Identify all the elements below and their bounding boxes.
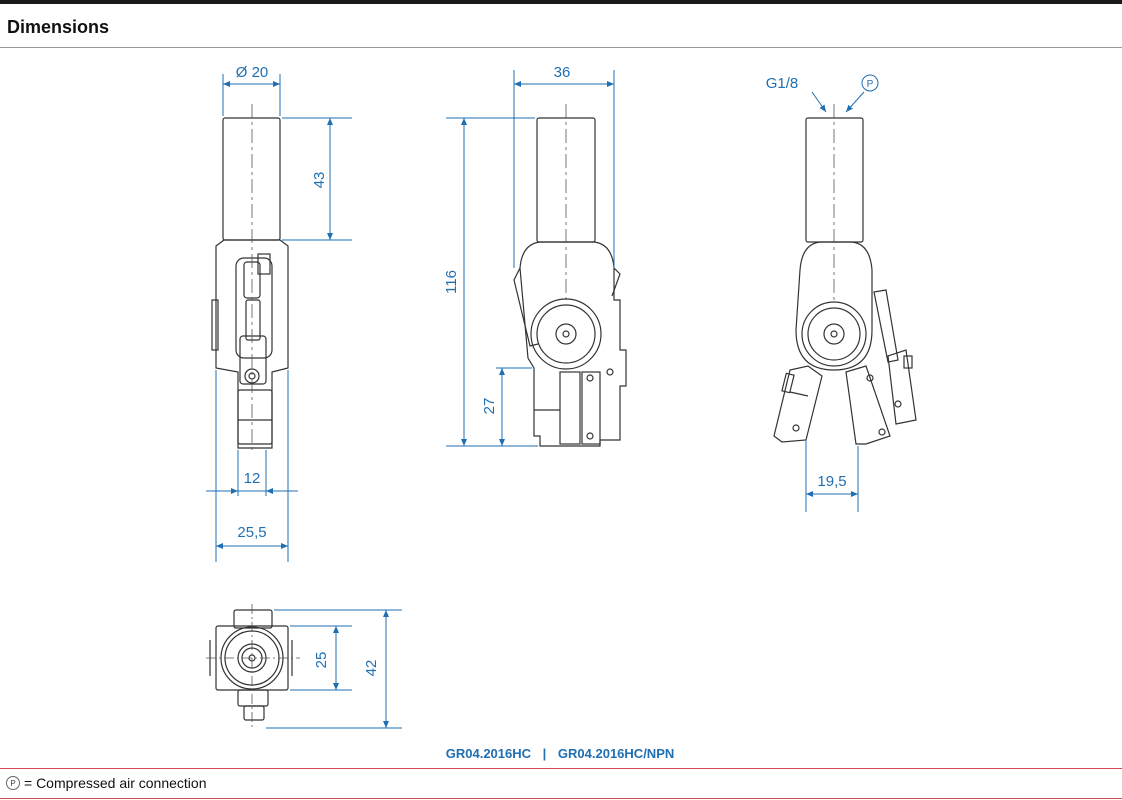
footer-rule-bottom [0, 798, 1122, 799]
port-symbol: P [861, 74, 879, 92]
top-dimensions [266, 609, 402, 729]
header-rule [0, 47, 1122, 48]
model-a: GR04.2016HC [445, 746, 532, 761]
dim-side-total-height: 116 [443, 270, 460, 294]
dim-top-inner: 25 [313, 652, 330, 669]
dim-side-width: 36 [554, 64, 571, 81]
model-b: GR04.2016HC/NPN [557, 746, 675, 761]
dim-top-outer: 42 [363, 660, 380, 677]
top-view [209, 609, 293, 721]
footer-rule-top [0, 768, 1122, 769]
front-view [211, 117, 289, 449]
legend: P = Compressed air connection [6, 775, 207, 791]
model-separator: | [542, 746, 547, 761]
legend-text: = Compressed air connection [24, 775, 207, 791]
top-centerlines [206, 604, 300, 730]
dim-side-jaw-height: 27 [481, 398, 498, 415]
side-view [513, 117, 627, 447]
model-caption: GR04.2016HC | GR04.2016HC/NPN [420, 746, 700, 761]
dim-open-thread: G1/8 [766, 75, 799, 92]
page-title: Dimensions [7, 17, 110, 37]
open-dimensions [805, 91, 865, 512]
dim-front-shaft-height: 43 [311, 172, 328, 189]
top-rule [0, 0, 1122, 4]
port-symbol-letter: P [867, 79, 874, 90]
dim-front-body-width: 25,5 [237, 524, 266, 541]
dim-front-jaw-width: 12 [244, 470, 261, 487]
dim-front-diameter: Ø 20 [236, 64, 269, 81]
port-legend-icon: P [6, 776, 20, 790]
header: Dimensions [0, 4, 1122, 48]
dim-open-jaw-stroke: 19,5 [817, 473, 846, 490]
side-dimensions [446, 70, 615, 447]
open-view [773, 117, 917, 445]
front-dimensions [206, 74, 352, 562]
